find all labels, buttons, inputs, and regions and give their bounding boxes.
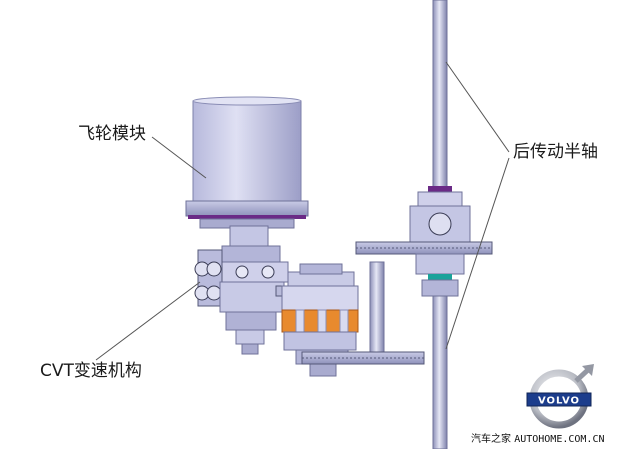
cvt-mechanism [194, 225, 313, 355]
watermark: 汽车之家 AUTOHOME.COM.CN [471, 430, 605, 445]
cvt-label: CVT变速机构 [40, 361, 142, 381]
rear-half-shaft-label: 后传动半轴 [513, 142, 598, 162]
leader-line-cvt [95, 281, 201, 361]
flywheel-module [185, 96, 309, 229]
connecting-shaft [301, 261, 425, 365]
leader-lines [95, 61, 510, 361]
leader-line-rear-shaft-lower [445, 157, 510, 350]
flywheel-label: 飞轮模块 [78, 124, 146, 144]
watermark-site: AUTOHOME.COM.CN [514, 434, 605, 445]
leader-line-rear-shaft-upper [445, 61, 510, 153]
volvo-logo-text: VOLVO [538, 396, 580, 407]
rear-differential [355, 186, 493, 297]
volvo-logo-icon: VOLVO [526, 364, 594, 429]
leader-line-flywheel [151, 136, 207, 179]
watermark-brand: 汽车之家 [471, 434, 511, 445]
